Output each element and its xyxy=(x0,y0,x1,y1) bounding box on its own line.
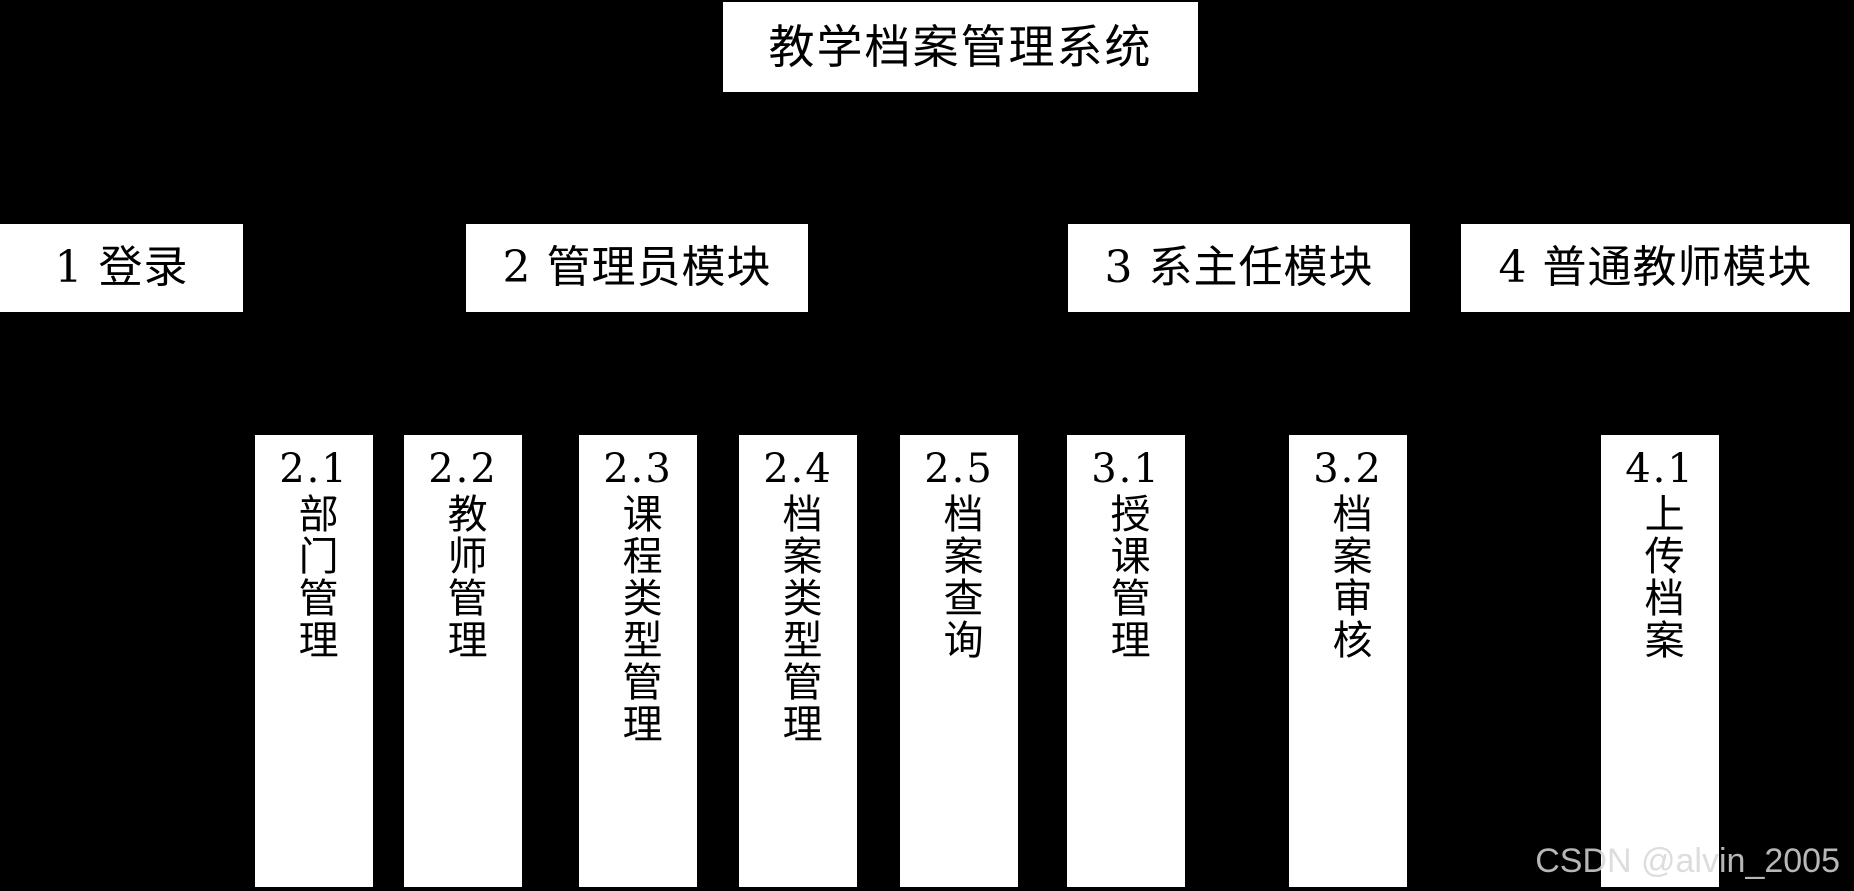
node-submodule-2-3[interactable]: 2.3 课程类型管理 xyxy=(579,435,697,887)
edge-drop-31 xyxy=(1126,372,1129,435)
node-submodule-2-1-number: 2.1 xyxy=(279,446,349,492)
node-root[interactable]: 教学档案管理系统 xyxy=(723,2,1198,92)
node-submodule-4-1-label: 上传档案 xyxy=(1637,493,1684,661)
edge-level2-bus xyxy=(121,136,1655,139)
watermark-csdn: CSDN @alvin_2005 xyxy=(1535,842,1840,880)
node-module-1-label: 1 登录 xyxy=(54,242,189,293)
node-submodule-3-2[interactable]: 3.2 档案审核 xyxy=(1289,435,1407,887)
edge-mod3-trunk xyxy=(1239,312,1242,372)
node-module-2-admin[interactable]: 2 管理员模块 xyxy=(466,224,808,312)
node-submodule-2-4-label: 档案类型管理 xyxy=(775,493,822,745)
node-module-3-dept-head[interactable]: 3 系主任模块 xyxy=(1068,224,1410,312)
node-submodule-2-3-number: 2.3 xyxy=(603,446,673,492)
node-submodule-4-1-number: 4.1 xyxy=(1625,446,1695,492)
edge-drop-41 xyxy=(1655,372,1660,435)
node-submodule-3-2-label: 档案审核 xyxy=(1325,493,1372,661)
node-module-1-login[interactable]: 1 登录 xyxy=(0,224,243,312)
edge-drop-mod3 xyxy=(1239,136,1242,224)
edge-drop-22 xyxy=(463,372,466,435)
node-root-label: 教学档案管理系统 xyxy=(768,20,1153,74)
node-module-3-label: 3 系主任模块 xyxy=(1104,242,1374,293)
node-submodule-2-4-number: 2.4 xyxy=(763,446,833,492)
node-submodule-2-5[interactable]: 2.5 档案查询 xyxy=(900,435,1018,887)
node-submodule-2-2-number: 2.2 xyxy=(428,446,498,492)
edge-mod4-trunk xyxy=(1655,312,1658,372)
node-submodule-2-2-label: 教师管理 xyxy=(440,493,487,661)
edge-drop-25 xyxy=(959,372,962,435)
edge-drop-mod4 xyxy=(1655,136,1658,224)
edge-drop-mod1 xyxy=(121,136,124,224)
edge-mod2-bus xyxy=(314,372,960,375)
edge-drop-mod2 xyxy=(637,136,640,224)
node-module-4-label: 4 普通教师模块 xyxy=(1498,242,1813,293)
node-submodule-3-1-label: 授课管理 xyxy=(1103,493,1150,661)
node-submodule-2-5-number: 2.5 xyxy=(924,446,994,492)
node-submodule-2-1[interactable]: 2.1 部门管理 xyxy=(255,435,373,887)
node-module-4-teacher[interactable]: 4 普通教师模块 xyxy=(1461,224,1850,312)
node-submodule-3-1[interactable]: 3.1 授课管理 xyxy=(1067,435,1185,887)
node-submodule-2-4[interactable]: 2.4 档案类型管理 xyxy=(739,435,857,887)
edge-drop-24 xyxy=(798,372,801,435)
node-module-2-label: 2 管理员模块 xyxy=(502,242,772,293)
edge-mod2-trunk xyxy=(637,312,640,372)
edge-drop-23 xyxy=(638,372,641,435)
edge-drop-21 xyxy=(314,372,317,435)
node-submodule-2-1-label: 部门管理 xyxy=(291,493,338,661)
node-submodule-2-3-label: 课程类型管理 xyxy=(615,493,662,745)
node-submodule-4-1[interactable]: 4.1 上传档案 xyxy=(1601,435,1719,887)
node-submodule-3-2-number: 3.2 xyxy=(1313,446,1383,492)
node-submodule-3-1-number: 3.1 xyxy=(1091,446,1161,492)
node-submodule-2-2[interactable]: 2.2 教师管理 xyxy=(404,435,522,887)
node-submodule-2-5-label: 档案查询 xyxy=(936,493,983,661)
edge-drop-32 xyxy=(1348,372,1351,435)
edge-mod3-bus xyxy=(1126,372,1350,375)
edge-root-trunk xyxy=(960,92,963,136)
